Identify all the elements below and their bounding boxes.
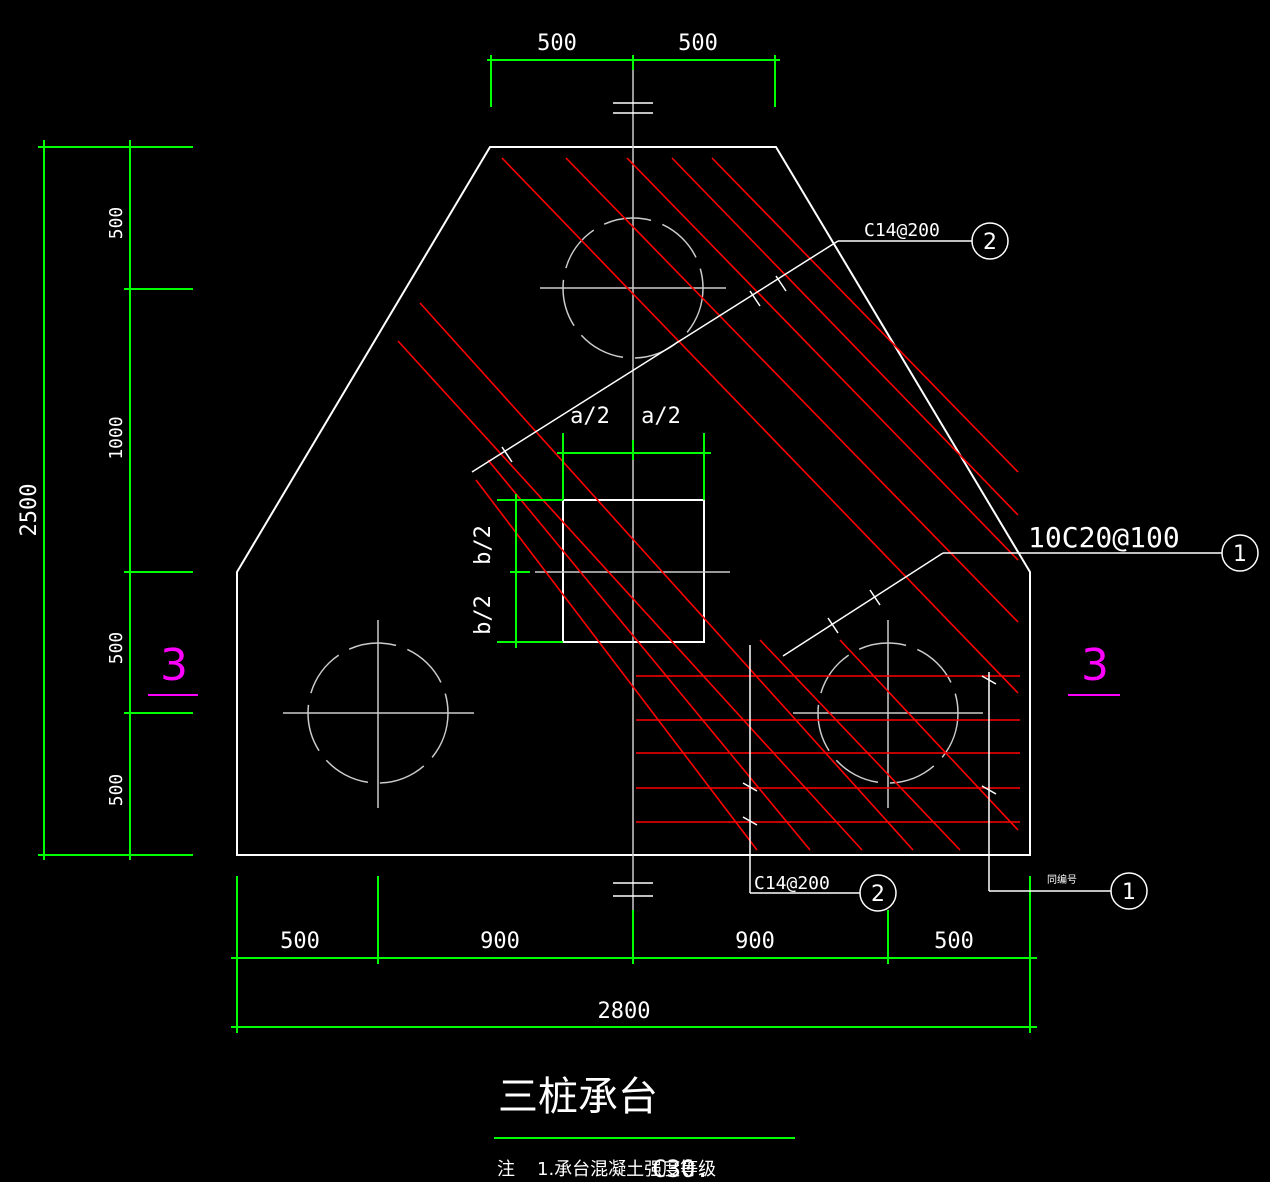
rebar-diagonal	[627, 158, 1018, 560]
pile-right	[793, 620, 983, 808]
dim-bottom-seg3-text: 900	[735, 929, 775, 954]
pile-left	[283, 620, 474, 808]
dim-bottom-total-text: 2800	[598, 999, 651, 1024]
dim-column	[497, 433, 711, 648]
dim-top-right-text: 500	[678, 31, 718, 56]
dim-bottom	[231, 876, 1037, 1033]
rebar-diagonal	[488, 460, 810, 850]
note-text: 1.承台混凝土强度等级	[537, 1159, 716, 1180]
callout-small-label: 同编号	[1047, 873, 1077, 886]
dim-top	[487, 55, 780, 107]
dim-col-a-left-text: a/2	[570, 404, 610, 429]
callout-lower-label: C14@200	[754, 873, 830, 894]
rebar-diagonal	[672, 158, 1018, 515]
dim-bottom-seg4-text: 500	[934, 929, 974, 954]
dim-left-seg3-text: 500	[106, 632, 127, 665]
dim-left-seg2-text: 1000	[106, 416, 127, 459]
rebar-diagonal	[760, 640, 960, 850]
pile-top	[540, 218, 726, 358]
dim-col-b-top-text: b/2	[471, 525, 496, 565]
rebar-diagonal	[712, 158, 1018, 472]
leader-small	[982, 672, 1111, 891]
dim-left-seg4-text: 500	[106, 774, 127, 807]
callout-lower-circle	[860, 875, 896, 911]
dim-bottom-seg1-text: 500	[280, 929, 320, 954]
dim-col-a-right-text: a/2	[641, 404, 681, 429]
rebar-diagonal	[566, 158, 1018, 622]
leader-lower	[743, 645, 860, 893]
dim-top-left-text: 500	[537, 31, 577, 56]
rebar-diagonal	[502, 158, 1018, 693]
drawing-title: 三桩承台	[498, 1074, 658, 1120]
rebar-diagonal	[476, 480, 757, 850]
dim-left-seg1-text: 500	[106, 207, 127, 240]
column-outline	[563, 500, 704, 642]
rebar-diagonal	[420, 303, 913, 850]
note-prefix: 注	[497, 1159, 515, 1180]
rebar-diagonal	[398, 341, 862, 850]
callout-small-num: 1	[1122, 880, 1136, 905]
callout-lower-num: 2	[871, 882, 885, 907]
leader-main	[783, 553, 1222, 656]
rebar-diagonal-group	[398, 158, 1018, 850]
callout-main-label: 10C20@100	[1028, 521, 1180, 554]
callout-main-circle	[1222, 535, 1258, 571]
dim-col-b-bottom-text: b/2	[471, 595, 496, 635]
callout-main-num: 1	[1233, 542, 1247, 567]
dim-bottom-seg2-text: 900	[480, 929, 520, 954]
dim-left	[38, 140, 193, 860]
note-grade: C30.	[652, 1155, 710, 1182]
dim-left-total-text: 2500	[17, 484, 42, 537]
section-mark-right: 3	[1081, 640, 1109, 691]
callout-upper-circle	[972, 223, 1008, 259]
rebar-horizontal-group	[636, 676, 1020, 822]
callout-small-circle	[1111, 873, 1147, 909]
callout-upper-num: 2	[983, 230, 997, 255]
pile-cap-outline	[237, 147, 1030, 855]
section-mark-left: 3	[160, 640, 188, 691]
leader-upper	[472, 241, 972, 472]
rebar-diagonal	[840, 640, 1018, 830]
callout-upper-label: C14@200	[864, 220, 940, 241]
